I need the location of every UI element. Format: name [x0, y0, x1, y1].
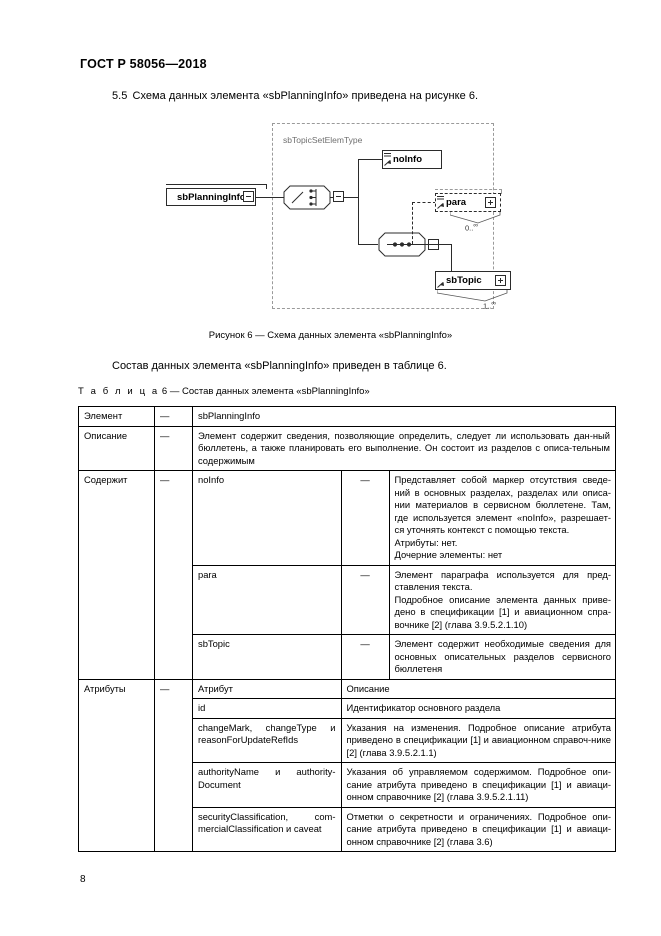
attribute-desc-authorityname: Указания об управляемом содержимом. Подр… — [340, 762, 616, 808]
cardinality-sbtopic: 1..∞ — [483, 300, 496, 311]
attribute-desc-changemark: Указания на изменения. Подробное описани… — [340, 717, 616, 763]
attributes-item-changemark: changeMark, changeType и reasonForUpdate… — [193, 717, 616, 763]
clause-text: Схема данных элемента «sbPlanningInfo» п… — [132, 90, 479, 102]
table-row-contains: Содержит — noInfo — Предс — [78, 470, 616, 680]
row-label-description: Описание — [78, 425, 155, 471]
attributes-subtable: Атрибут Описание id Идентификатор основн… — [193, 679, 616, 851]
schema-diagram: sbTopicSetElemType sbPlanningInfo — [150, 123, 511, 313]
attributes-header-description: Описание — [340, 679, 616, 699]
connector-sequence-vertical — [451, 244, 452, 281]
attributes-header-name: Атрибут — [193, 679, 342, 699]
row-label-attributes: Атрибуты — [78, 678, 155, 852]
contains-dash-sbtopic: — — [340, 634, 390, 679]
element-icon-para — [437, 196, 444, 209]
row-value-attributes: Атрибут Описание id Идентификатор основн… — [192, 678, 616, 852]
attributes-header-row: Атрибут Описание — [193, 679, 616, 699]
cardinality-bracket-sbtopic — [437, 290, 508, 302]
contains-subtable: noInfo — Представляет собой маркер отсут… — [193, 471, 616, 679]
contains-name-noinfo: noInfo — [193, 471, 342, 566]
attributes-item-authorityname: authorityName и authority-Document Указа… — [193, 762, 616, 808]
row-label-contains: Содержит — [78, 470, 155, 680]
contains-item-sbtopic: sbTopic — Элемент содержит необходимые с… — [193, 634, 616, 679]
data-table: Элемент — sbPlanningInfo Описание — Элем… — [78, 406, 616, 852]
table-title-rest: 6 — Состав данных элемента «sbPlanningIn… — [161, 386, 370, 397]
table-title: Т а б л и ц а 6 — Состав данных элемента… — [78, 386, 370, 397]
element-box-sbtopic: sbTopic — [435, 271, 511, 290]
connector-to-para-vertical — [412, 202, 413, 244]
row-value-description: Элемент содержит сведения, позволяющие о… — [192, 425, 616, 471]
clause-paragraph: 5.5 Схема данных элемента «sbPlanningInfo… — [112, 90, 478, 102]
element-box-noinfo: noInfo — [382, 150, 442, 169]
attribute-name-authorityname: authorityName и authority-Document — [193, 762, 342, 808]
element-label-sbtopic: sbTopic — [446, 275, 482, 286]
contains-name-para: para — [193, 564, 342, 635]
cardinality-sbtopic-min: 1 — [483, 301, 488, 311]
collapse-toggle-root[interactable] — [243, 191, 254, 202]
element-box-sbplanninginfo: sbPlanningInfo — [166, 188, 256, 206]
attributes-item-id: id Идентификатор основного раздела — [193, 698, 616, 719]
attribute-name-securityclassification: securityClassification, com-mercialClass… — [193, 806, 342, 851]
page-number: 8 — [80, 874, 86, 885]
connector-branch-to-noinfo — [358, 159, 382, 160]
table-title-word: Т а б л и ц а — [78, 386, 160, 397]
connector-branch-to-sequence — [358, 244, 378, 245]
cardinality-para-max: ∞ — [473, 222, 478, 229]
page-header-standard-id: ГОСТ Р 58056—2018 — [80, 57, 207, 71]
cardinality-sbtopic-sep: .. — [487, 301, 492, 311]
contains-desc-sbtopic: Элемент содержит необходимые сведения дл… — [388, 634, 616, 679]
attribute-desc-id: Идентификатор основного раздела — [340, 698, 616, 719]
cardinality-para-min: 0 — [465, 223, 470, 233]
attribute-name-id: id — [193, 698, 342, 719]
cardinality-bracket-para — [450, 212, 501, 224]
element-box-para: para — [435, 193, 501, 212]
figure-caption: Рисунок 6 — Схема данных элемента «sbPla… — [208, 330, 453, 341]
complextype-label: sbTopicSetElemType — [283, 135, 363, 145]
connector-to-para-horizontal — [412, 202, 436, 203]
contains-dash-noinfo: — — [340, 471, 390, 566]
complextype-container — [272, 123, 494, 309]
attribute-desc-securityclassification: Отметки о секретности и ограничениях. По… — [340, 806, 616, 851]
element-bracket-para — [435, 189, 502, 194]
table-row-attributes: Атрибуты — Атрибут Описание — [78, 678, 616, 852]
element-label-noinfo: noInfo — [393, 154, 423, 165]
expand-toggle-para[interactable] — [485, 197, 496, 208]
row-value-element: sbPlanningInfo — [192, 406, 616, 427]
row-dash-element: — — [154, 406, 193, 427]
collapse-toggle-choice[interactable] — [333, 191, 344, 202]
row-dash-description: — — [154, 425, 193, 471]
attribute-name-changemark: changeMark, changeType и reasonForUpdate… — [193, 717, 342, 763]
table-row-element: Элемент — sbPlanningInfo — [78, 406, 616, 427]
contains-desc-noinfo: Представляет собой маркер отсутствия све… — [388, 471, 616, 566]
row-value-contains: noInfo — Представляет собой маркер отсут… — [192, 470, 616, 680]
connector-branch-vertical — [358, 159, 359, 245]
element-label-sbplanninginfo: sbPlanningInfo — [177, 191, 246, 203]
expand-toggle-sbtopic[interactable] — [495, 275, 506, 286]
contains-item-noinfo: noInfo — Представляет собой маркер отсут… — [193, 471, 616, 566]
contains-desc-para: Элемент параграфа используется для пред-… — [388, 564, 616, 635]
connector-choice-out — [344, 197, 359, 198]
row-dash-contains: — — [154, 470, 193, 680]
connector-choice-stub-left — [330, 197, 334, 198]
row-label-element: Элемент — [78, 406, 155, 427]
element-icon-noinfo — [384, 153, 391, 166]
element-icon-sbtopic — [437, 282, 444, 288]
clause-number: 5.5 — [112, 90, 128, 102]
cardinality-sbtopic-max: ∞ — [491, 300, 496, 307]
table-intro-paragraph: Состав данных элемента «sbPlanningInfo» … — [112, 360, 447, 372]
compositor-choice — [283, 185, 331, 210]
connector-sequence-to-parabus — [412, 244, 452, 245]
attributes-item-securityclassification: securityClassification, com-mercialClass… — [193, 806, 616, 851]
row-dash-attributes: — — [154, 678, 193, 852]
element-bracket-root — [166, 184, 267, 189]
element-label-para: para — [446, 197, 467, 208]
contains-item-para: para — Элемент параграфа используется дл… — [193, 564, 616, 635]
contains-name-sbtopic: sbTopic — [193, 634, 342, 679]
cardinality-para: 0..∞ — [465, 222, 478, 233]
cardinality-para-sep: .. — [469, 223, 474, 233]
contains-dash-para: — — [340, 564, 390, 635]
connector-root-to-choice — [256, 197, 284, 198]
table-row-description: Описание — Элемент содержит сведения, по… — [78, 425, 616, 471]
